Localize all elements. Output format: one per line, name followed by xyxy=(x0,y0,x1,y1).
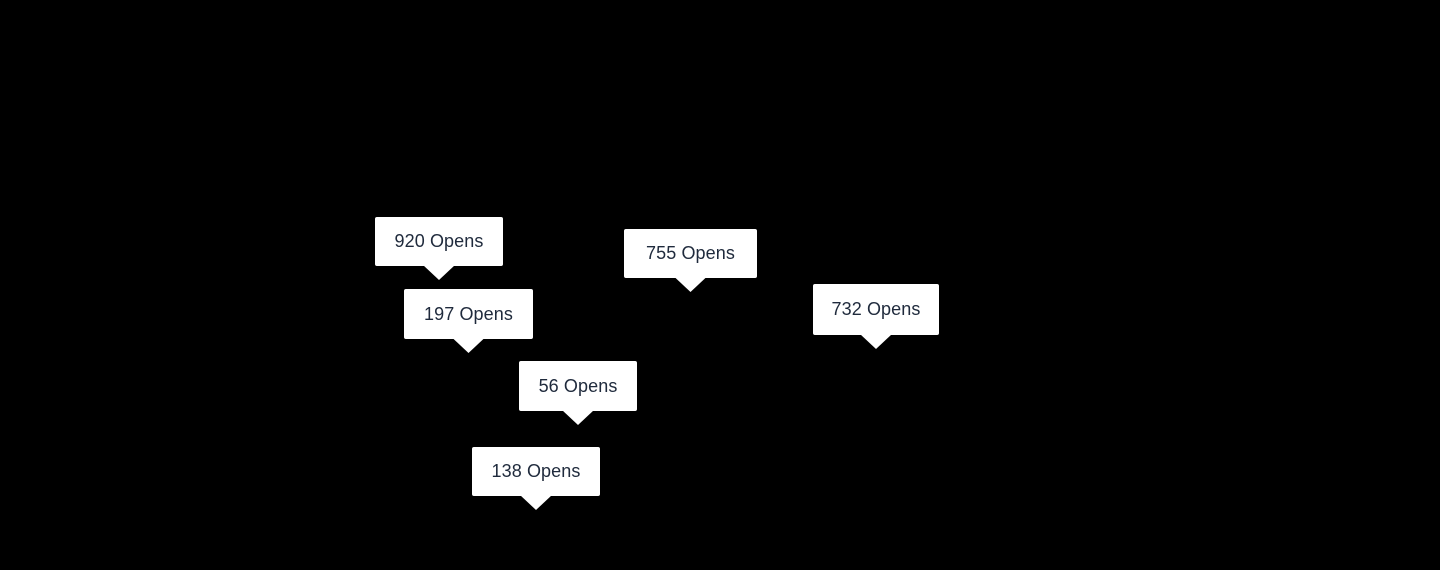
tooltip-label: 138 Opens xyxy=(491,461,581,481)
tooltip-56-opens: 56 Opens xyxy=(519,361,637,425)
tooltip-label: 197 Opens xyxy=(424,303,513,324)
tooltip-755-opens: 755 Opens xyxy=(624,229,757,292)
tooltip-197-opens: 197 Opens xyxy=(404,289,533,353)
tooltip-label: 755 Opens xyxy=(646,243,735,263)
tooltip-label: 56 Opens xyxy=(538,375,618,396)
tooltip-pointer-icon xyxy=(674,277,707,292)
tooltip-label: 920 Opens xyxy=(394,231,484,251)
tooltip-pointer-icon xyxy=(562,410,594,425)
tooltip-label: 732 Opens xyxy=(831,299,921,319)
tooltip-pointer-icon xyxy=(520,495,552,510)
tooltip-920-opens: 920 Opens xyxy=(375,217,503,280)
tooltip-138-opens: 138 Opens xyxy=(472,447,600,510)
tooltip-732-opens: 732 Opens xyxy=(813,284,939,349)
tooltip-pointer-icon xyxy=(452,338,485,353)
tooltip-pointer-icon xyxy=(860,334,892,349)
tooltip-pointer-icon xyxy=(423,265,455,280)
